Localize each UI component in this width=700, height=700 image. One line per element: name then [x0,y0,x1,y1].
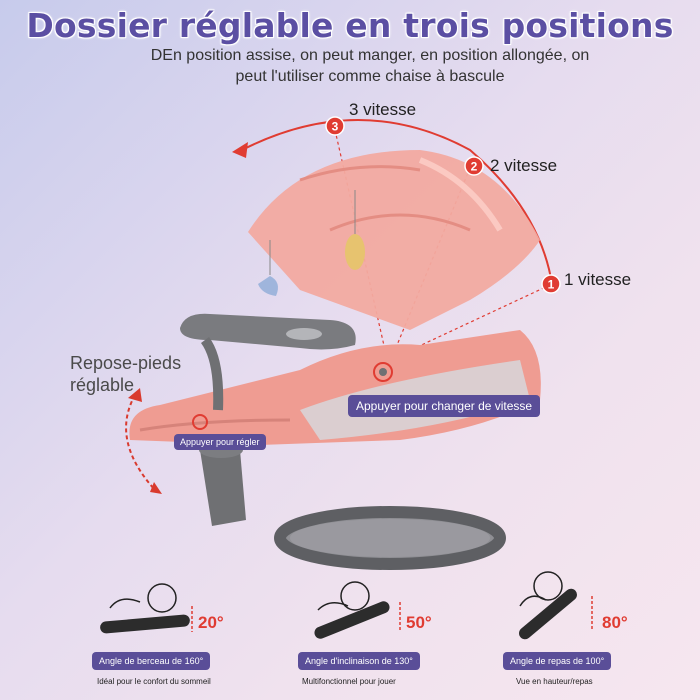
mode-2-name: Angle d'inclinaison de 130° [298,652,420,670]
speed-marker-2-number: 2 [471,160,478,174]
toy-star [258,276,278,296]
speed-label-1: 1 vitesse [564,270,632,289]
speed-marker-2 [464,156,484,176]
speed-label-3: 3 vitesse [349,100,417,119]
speed-marker-1 [541,274,561,294]
speed-marker-3 [325,116,345,136]
mode-3-description: Vue en hauteur/repas [516,677,593,686]
stand-pillar [200,450,246,526]
speed-button-callout: Appuyer pour changer de vitesse [348,395,541,417]
mode-3-name: Angle de repas de 100° [503,652,612,670]
mode-2-angle: 50° [406,613,432,632]
tray [180,313,356,350]
mode-2-description: Multifonctionnel pour jouer [302,677,396,686]
speed-button-marker [373,362,393,382]
mode-1-figure [100,583,193,634]
mode-3-angle: 80° [602,613,628,632]
mode-2-figure [314,581,401,639]
toy-moon [345,234,365,270]
mode-3-figure [519,571,593,640]
adjust-button-callout: Appuyer pour régler [174,434,266,450]
mode-1-name: Angle de berceau de 160° [92,652,211,670]
mode-1-angle: 20° [198,613,224,632]
speed-label-2: 2 vitesse [490,156,558,175]
mode-1-description: Idéal pour le confort du sommeil [97,677,211,686]
footrest-arrow [125,394,156,491]
footrest-label: Repose-pieds réglable [70,353,182,395]
adjust-button-marker [192,414,208,430]
page-subtitle: DEn position assise, on peut manger, en … [150,47,590,85]
speed-marker-3-number: 3 [332,120,339,134]
canopy [248,150,540,330]
speed-marker-1-number: 1 [548,278,555,292]
page-title: Dossier réglable en trois positions [26,6,674,45]
